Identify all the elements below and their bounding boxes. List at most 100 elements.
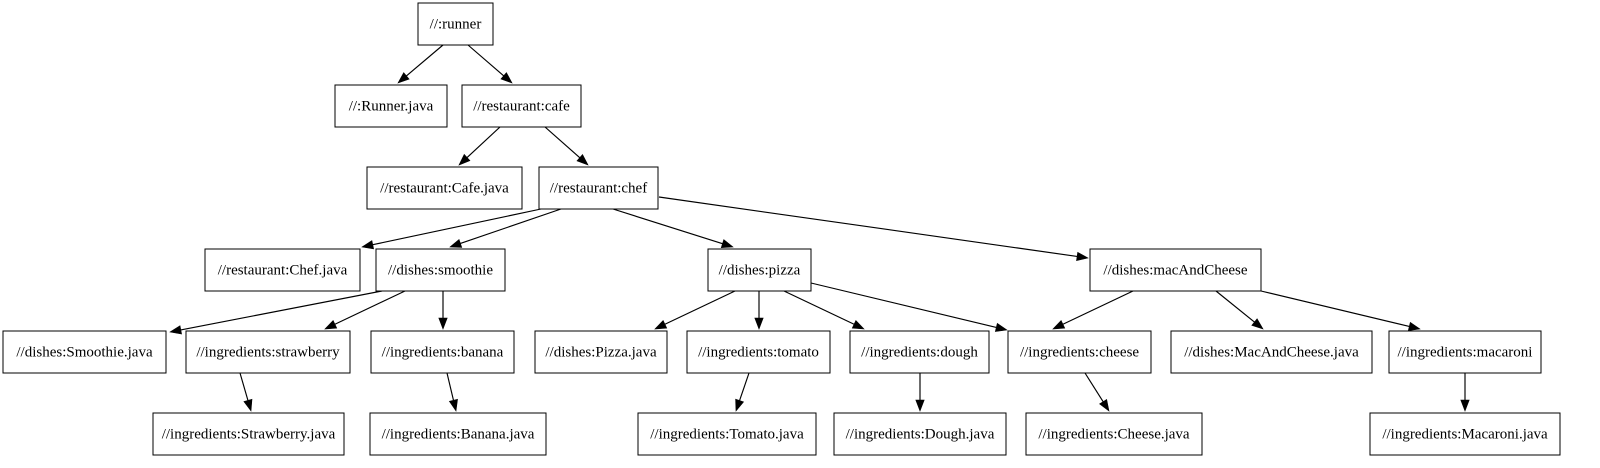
node-label: //restaurant:cafe xyxy=(473,98,570,114)
graph-node-tomato_java[interactable]: //ingredients:Tomato.java xyxy=(637,412,817,456)
node-box[interactable] xyxy=(637,412,817,456)
edge-line xyxy=(544,126,581,159)
node-label: //ingredients:macaroni xyxy=(1398,344,1533,360)
arrowhead-icon xyxy=(449,238,463,248)
graph-node-ing_strawberry[interactable]: //ingredients:strawberry xyxy=(185,330,351,374)
node-label: //ingredients:Dough.java xyxy=(846,426,995,442)
node-box[interactable] xyxy=(417,2,494,46)
node-label: //ingredients:Tomato.java xyxy=(650,426,804,442)
graph-node-ing_tomato[interactable]: //ingredients:tomato xyxy=(686,330,831,374)
graph-node-smoothie_java[interactable]: //dishes:Smoothie.java xyxy=(2,330,167,374)
edge-line xyxy=(739,372,750,401)
graph-edge xyxy=(446,372,458,412)
node-label: //:Runner.java xyxy=(349,98,434,114)
graph-node-chef_java[interactable]: //restaurant:Chef.java xyxy=(204,248,361,292)
node-box[interactable] xyxy=(461,84,582,128)
arrowhead-icon xyxy=(438,317,448,330)
node-box[interactable] xyxy=(707,248,812,292)
edge-line xyxy=(446,372,455,401)
edge-line xyxy=(1062,290,1134,325)
node-box[interactable] xyxy=(1007,330,1152,374)
edge-line xyxy=(658,196,1078,258)
graph-node-dough_java[interactable]: //ingredients:Dough.java xyxy=(833,412,1007,456)
node-box[interactable] xyxy=(369,412,547,456)
arrowhead-icon xyxy=(735,398,745,412)
graph-node-cheese_java[interactable]: //ingredients:Cheese.java xyxy=(1025,412,1203,456)
arrowhead-icon xyxy=(915,399,925,412)
edge-line xyxy=(239,372,249,401)
node-box[interactable] xyxy=(370,330,515,374)
arrowhead-icon xyxy=(1460,399,1470,412)
node-box[interactable] xyxy=(1170,330,1373,374)
graph-edge xyxy=(658,196,1089,261)
node-label: //ingredients:cheese xyxy=(1020,344,1139,360)
node-box[interactable] xyxy=(1089,248,1262,292)
graph-edge xyxy=(612,208,734,249)
graph-edge xyxy=(735,372,750,412)
arrowhead-icon xyxy=(397,72,410,84)
graph-edge xyxy=(754,291,764,330)
graph-node-ing_dough[interactable]: //ingredients:dough xyxy=(849,330,990,374)
node-box[interactable] xyxy=(204,248,361,292)
graph-node-banana_java[interactable]: //ingredients:Banana.java xyxy=(369,412,547,456)
arrowhead-icon xyxy=(169,325,182,335)
edge-line xyxy=(810,282,997,328)
graph-node-ing_banana[interactable]: //ingredients:banana xyxy=(370,330,515,374)
arrowhead-icon xyxy=(576,154,589,166)
node-box[interactable] xyxy=(366,166,523,210)
edge-line xyxy=(1260,290,1410,328)
graph-edge xyxy=(915,373,925,412)
node-box[interactable] xyxy=(833,412,1007,456)
graph-node-runner_java[interactable]: //:Runner.java xyxy=(334,84,448,128)
node-box[interactable] xyxy=(1369,412,1561,456)
node-box[interactable] xyxy=(152,412,345,456)
node-box[interactable] xyxy=(2,330,167,374)
edge-line xyxy=(783,290,855,325)
node-box[interactable] xyxy=(534,330,668,374)
arrowhead-icon xyxy=(324,319,338,330)
node-label: //ingredients:dough xyxy=(861,344,978,360)
graph-node-ing_macaroni[interactable]: //ingredients:macaroni xyxy=(1388,330,1542,374)
graph-node-dishes_smoothie[interactable]: //dishes:smoothie xyxy=(375,248,506,292)
node-box[interactable] xyxy=(686,330,831,374)
graph-edge xyxy=(654,290,736,330)
edge-line xyxy=(664,290,736,325)
node-label: //ingredients:Macaroni.java xyxy=(1382,426,1548,442)
node-box[interactable] xyxy=(375,248,506,292)
graph-edge xyxy=(544,126,589,166)
graph-edge xyxy=(169,290,383,335)
graph-node-restaurant_chef[interactable]: //restaurant:chef xyxy=(538,166,659,210)
graph-node-pizza_java[interactable]: //dishes:Pizza.java xyxy=(534,330,668,374)
graph-edge xyxy=(438,291,448,330)
node-box[interactable] xyxy=(1388,330,1542,374)
node-box[interactable] xyxy=(1025,412,1203,456)
arrowhead-icon xyxy=(243,398,253,412)
node-label: //dishes:macAndCheese xyxy=(1103,262,1247,278)
edge-line xyxy=(372,208,542,246)
graph-node-dishes_macncheese[interactable]: //dishes:macAndCheese xyxy=(1089,248,1262,292)
graph-node-strawberry_java[interactable]: //ingredients:Strawberry.java xyxy=(152,412,345,456)
graph-edge xyxy=(458,126,501,166)
graph-edge xyxy=(449,208,562,248)
node-box[interactable] xyxy=(538,166,659,210)
graph-edge xyxy=(239,372,253,412)
graph-edge xyxy=(1052,290,1134,330)
node-box[interactable] xyxy=(334,84,448,128)
edge-line xyxy=(406,44,444,77)
graph-node-macncheese_java[interactable]: //dishes:MacAndCheese.java xyxy=(1170,330,1373,374)
node-label: //ingredients:Banana.java xyxy=(382,426,535,442)
graph-node-restaurant_cafe[interactable]: //restaurant:cafe xyxy=(461,84,582,128)
node-box[interactable] xyxy=(849,330,990,374)
edge-line xyxy=(1084,372,1104,403)
graph-node-dishes_pizza[interactable]: //dishes:pizza xyxy=(707,248,812,292)
node-label: //ingredients:Strawberry.java xyxy=(162,426,336,442)
graph-node-ing_cheese[interactable]: //ingredients:cheese xyxy=(1007,330,1152,374)
graph-edge xyxy=(467,44,513,84)
graph-node-macaroni_java[interactable]: //ingredients:Macaroni.java xyxy=(1369,412,1561,456)
node-box[interactable] xyxy=(185,330,351,374)
arrowhead-icon xyxy=(361,240,375,250)
node-label: //restaurant:Cafe.java xyxy=(380,180,509,196)
graph-node-runner[interactable]: //:runner xyxy=(417,2,494,46)
graph-node-cafe_java[interactable]: //restaurant:Cafe.java xyxy=(366,166,523,210)
arrowhead-icon xyxy=(654,319,668,330)
